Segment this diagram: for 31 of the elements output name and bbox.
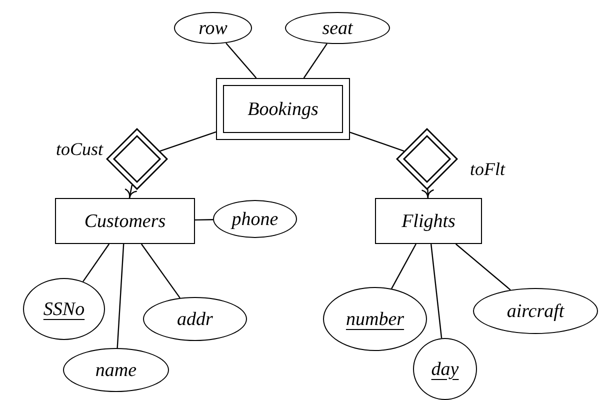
entity-name: Bookings: [248, 100, 318, 118]
relationship-name: toCust: [56, 140, 104, 158]
attribute-name: aircraft: [506, 302, 564, 320]
connector-line: [140, 244, 180, 298]
connector-line: [194, 219, 214, 221]
connector-line: [303, 43, 328, 78]
key-attribute-name: number: [346, 310, 404, 328]
connector-line: [160, 131, 216, 152]
relationship-diamond: [106, 128, 168, 190]
connector-line: [82, 244, 110, 282]
attribute-name: name: [95, 360, 137, 380]
weak-entity-box: [216, 78, 350, 140]
attribute-name: row: [198, 18, 228, 38]
entity-box: [375, 198, 482, 244]
entity-box: [55, 198, 195, 244]
attribute-name: seat: [322, 18, 353, 38]
connector-line: [226, 42, 257, 78]
attribute-name: phone: [232, 210, 278, 228]
entity-name: Flights: [402, 212, 456, 230]
attribute-name: addr: [177, 310, 213, 328]
connector-line: [350, 132, 404, 152]
connector-line: [391, 244, 416, 289]
connector-line: [430, 244, 442, 338]
relationship-name: toFlt: [470, 160, 505, 178]
key-attribute-ellipse: [413, 338, 477, 400]
key-attribute-name: SSNo: [43, 300, 85, 318]
entity-name: Customers: [84, 212, 166, 230]
relationship-diamond: [396, 128, 458, 190]
connector-line: [455, 244, 511, 290]
connector-line: [116, 244, 124, 348]
key-attribute-name: day: [431, 360, 459, 378]
